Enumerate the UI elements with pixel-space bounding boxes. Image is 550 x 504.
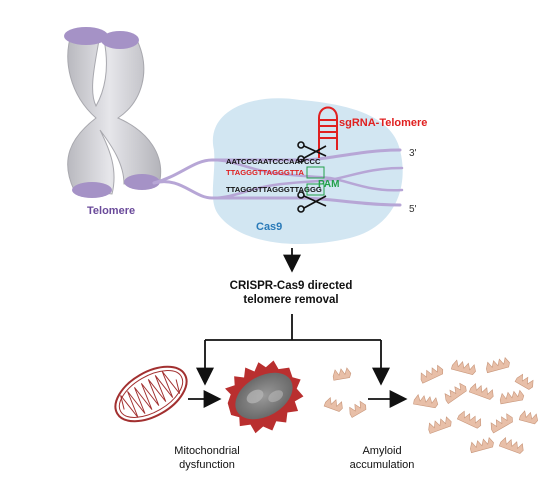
amyloid-accumulation-label-line1: Amyloid: [362, 445, 401, 457]
mitochondrial-dysfunction-label-line2: dysfunction: [179, 459, 235, 471]
pam-box-top: [306, 166, 325, 179]
amyloid-accumulation-label-line2: accumulation: [350, 459, 415, 471]
mitochondrial-dysfunction-label-line1: Mitochondrial: [174, 445, 239, 457]
pam-box-bottom: [306, 183, 325, 196]
telomere-cap-top-left: [64, 27, 108, 45]
amyloid-fibril-icon: [323, 367, 367, 418]
sgrna-hairpin: [318, 106, 338, 158]
bottom-strand-sequence: TTAGGGTTAGGGTTAGGG: [226, 185, 322, 194]
damaged-mitochondrion-icon: [225, 360, 304, 434]
step-label-line2: telomere removal: [243, 294, 338, 306]
amyloid-accumulation-cluster: [413, 356, 538, 454]
telomere-cap-bottom-right: [124, 174, 160, 190]
five-prime-end-label: 5': [409, 204, 417, 215]
scissors-icon: [297, 141, 327, 163]
telomere-label: Telomere: [87, 205, 135, 217]
sgrna-label: sgRNA-Telomere: [339, 117, 427, 129]
cas9-protein: [212, 98, 403, 245]
cas9-label: Cas9: [256, 221, 282, 233]
chromosome: [64, 27, 162, 198]
guide-sequence: TTAGGGTTAGGGTTA: [226, 168, 305, 177]
telomere-cap-bottom-left: [72, 182, 112, 198]
three-prime-end-label: 3': [409, 148, 417, 159]
top-strand-sequence: AATCCCAATCCCAATCCC: [226, 157, 321, 166]
step-label-line1: CRISPR-Cas9 directed: [230, 280, 353, 292]
mitochondrion-icon: [114, 365, 188, 423]
pam-label: PAM: [318, 179, 339, 190]
branch-connector: [196, 314, 390, 386]
scissors-icon: [297, 191, 327, 213]
telomere-cap-top-right: [101, 31, 139, 49]
